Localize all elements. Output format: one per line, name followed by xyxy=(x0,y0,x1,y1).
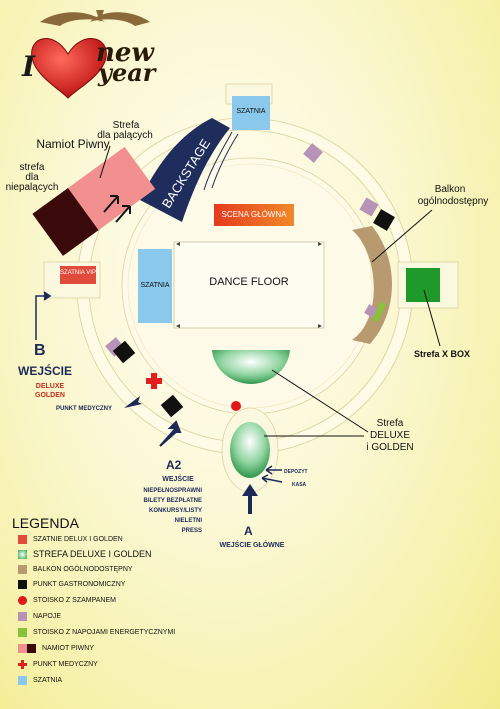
entrance-b-sub-2: GOLDEN xyxy=(35,392,65,399)
main-stage-label: SCENA GŁÓWNA xyxy=(221,210,287,219)
deluxe-zone-label-3: i GOLDEN xyxy=(366,442,414,453)
cloakroom-top xyxy=(232,96,270,130)
deluxe-zone-label-1: Strefa xyxy=(376,418,404,429)
entrance-a2-label: WEJŚCIE xyxy=(162,476,194,483)
entrance-a2-sub-2: BILETY BEZPŁATNE xyxy=(143,498,202,504)
legend-item: NAPOJE xyxy=(18,609,61,623)
non-smoking-zone-label-2: dla xyxy=(25,172,39,183)
legend-swatch xyxy=(18,534,27,544)
legend-swatch xyxy=(18,659,27,669)
legend-item: PUNKT GASTRONOMICZNY xyxy=(18,577,125,591)
legend-swatch xyxy=(18,611,27,621)
legend-label: SZATNIE DELUX I GOLDEN xyxy=(33,535,123,543)
drinks-stand xyxy=(359,197,379,217)
medical-cross-icon xyxy=(146,373,162,389)
logo-word-new: new xyxy=(96,38,154,68)
xbox-zone xyxy=(406,268,440,302)
entrance-b-sub-1: DELUXE xyxy=(35,383,65,390)
non-smoking-zone-label-3: niepalących xyxy=(5,182,59,193)
xbox-zone-label: Strefa X BOX xyxy=(413,349,471,359)
legend-item: BALKON OGÓLNODOSTĘPNY xyxy=(18,562,133,576)
drinks-stand xyxy=(303,143,323,163)
entrance-a2-sub-1: NIEPEŁNOSPRAWNI xyxy=(143,488,202,494)
legend-label: STREFA DELUXE I GOLDEN xyxy=(33,549,152,559)
beer-tent xyxy=(32,146,156,256)
entrance-a-arrow xyxy=(242,484,258,514)
main-stage xyxy=(214,204,294,226)
dance-floor-label: DANCE FLOOR xyxy=(209,276,289,288)
cashier-label: KASA xyxy=(292,482,307,488)
logo-word-year: year xyxy=(98,58,156,87)
smoking-zone-label-2: dla palących xyxy=(97,130,153,141)
champagne-stand xyxy=(231,401,241,411)
legend-label: NAMIOT PIWNY xyxy=(42,644,94,652)
cloakroom-vip xyxy=(60,266,96,284)
logo-letter-i: I xyxy=(22,50,36,83)
entrance-a-letter: A xyxy=(244,524,253,538)
arrow-icon xyxy=(103,195,131,223)
food-point xyxy=(112,340,136,364)
legend-swatch xyxy=(18,549,27,559)
cloakroom-top-label: SZATNIA xyxy=(236,108,266,115)
entrance-b-label: WEJŚCIE xyxy=(18,364,73,378)
legend-swatch xyxy=(18,564,27,574)
cloakroom-vip-label: SZATNIA VIP xyxy=(60,270,96,276)
legend-item: SZATNIA xyxy=(18,673,62,687)
balcony-label-1: Balkon xyxy=(434,184,466,195)
legend-item: PUNKT MEDYCZNY xyxy=(18,657,98,671)
entrance-a2-sub-4: NIELETNI xyxy=(174,518,202,524)
entrance-a2-arrow xyxy=(159,420,182,447)
legend-swatch xyxy=(18,675,27,685)
entrance-a2-letter: A2 xyxy=(166,458,182,472)
beer-tent-label: Namiot Piwny xyxy=(36,137,110,151)
deluxe-zone-entrance xyxy=(230,422,270,478)
legend-label: PUNKT GASTRONOMICZNY xyxy=(33,580,126,588)
smoking-zone-label-1: Strefa xyxy=(112,120,140,131)
legend-item: STREFA DELUXE I GOLDEN xyxy=(18,547,152,561)
arrow-icon xyxy=(265,465,282,475)
legend-label: SZATNIA xyxy=(33,676,63,684)
deluxe-zone-upper xyxy=(212,350,290,384)
legend-label: STOISKO Z NAPOJAMI ENERGETYCZNYMI xyxy=(33,628,176,636)
balcony xyxy=(352,226,392,344)
legend-label: NAPOJE xyxy=(33,612,62,620)
legend-title: LEGENDA xyxy=(12,515,79,531)
dance-floor xyxy=(173,241,325,329)
legend-label: STOISKO Z SZAMPANEM xyxy=(33,596,116,604)
backstage-area xyxy=(140,118,230,222)
balcony-label-2: ogólnodostępny xyxy=(417,196,489,207)
drinks-stand xyxy=(364,304,378,318)
legend-swatch xyxy=(18,595,27,605)
arrow-icon xyxy=(261,474,283,483)
legend-item: STOISKO Z NAPOJAMI ENERGETYCZNYMI xyxy=(18,625,175,639)
food-point xyxy=(373,209,395,231)
legend-item: SZATNIE DELUX I GOLDEN xyxy=(18,532,123,546)
legend-swatch xyxy=(18,627,27,637)
food-point xyxy=(160,394,184,418)
legend-swatch xyxy=(18,579,27,589)
legend-swatch xyxy=(18,643,36,653)
cloakroom-left xyxy=(138,249,172,323)
medical-point-label: PUNKT MEDYCZNY xyxy=(56,406,113,412)
legend-item: NAMIOT PIWNY xyxy=(18,641,94,655)
legend-item: STOISKO Z SZAMPANEM xyxy=(18,593,116,607)
legend-label: BALKON OGÓLNODOSTĘPNY xyxy=(33,565,133,573)
entrance-a2-sub-3: KONKURSY/LISTY xyxy=(148,508,202,514)
entrance-b-letter: B xyxy=(34,342,46,359)
entrance-a-label: WEJŚCIE GŁÓWNE xyxy=(219,542,285,549)
non-smoking-zone-label-1: strefa xyxy=(19,162,45,173)
legend-label: PUNKT MEDYCZNY xyxy=(33,660,98,668)
arrow-icon xyxy=(124,396,142,408)
deluxe-zone-label-2: DELUXE xyxy=(369,430,410,441)
heart-icon xyxy=(31,38,107,99)
deposit-label: DEPOZYT xyxy=(284,469,308,475)
logo-ornament xyxy=(40,10,150,26)
cloakroom-left-label: SZATNIA xyxy=(140,282,170,289)
entrance-a2-sub-5: PRESS xyxy=(181,528,202,534)
entrance-b-arrow xyxy=(35,291,52,340)
energy-drinks-stand xyxy=(372,301,386,323)
